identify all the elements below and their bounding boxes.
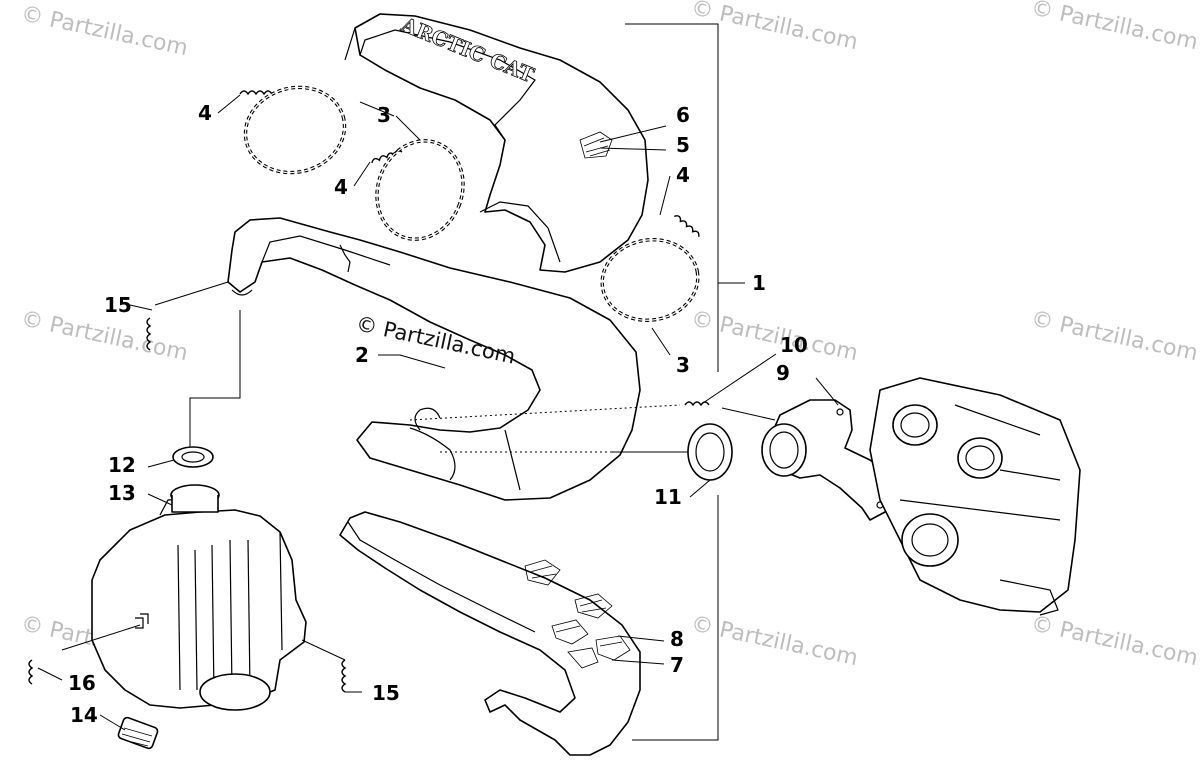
callout-16: 16 [68, 671, 96, 695]
callout-9: 9 [776, 361, 790, 385]
spring-right [674, 215, 700, 237]
spring-10 [684, 401, 710, 407]
spring-left [146, 317, 152, 351]
springs-and-chains [28, 85, 700, 693]
spring-top-left [239, 90, 273, 96]
callout-3: 3 [676, 353, 690, 377]
callout-12: 12 [108, 453, 136, 477]
callout-3: 3 [377, 103, 391, 127]
callout-15: 15 [104, 293, 132, 317]
assembly-bracket [625, 23, 745, 741]
callout-5: 5 [676, 133, 690, 157]
spring-bottom [341, 659, 347, 693]
callout-8: 8 [670, 627, 684, 651]
callout-14: 14 [70, 703, 98, 727]
watermark: © Partzilla.com [689, 0, 860, 55]
watermark: © Partzilla.com [689, 306, 860, 366]
callout-6: 6 [676, 103, 690, 127]
callout-4: 4 [676, 163, 690, 187]
callout-numbers: 1 2 3 3 4 4 4 5 6 7 8 9 10 11 12 13 14 1… [68, 101, 808, 727]
callout-15: 15 [372, 681, 400, 705]
engine-block [869, 377, 1081, 616]
callout-1: 1 [752, 271, 766, 295]
callout-2: 2 [355, 343, 369, 367]
lower-heat-shield [339, 511, 641, 756]
gasket-12 [172, 446, 214, 468]
watermark: © Partzilla.com [1029, 0, 1200, 55]
silencer-top-cover: ARCTIC CAT [344, 12, 649, 273]
callout-10: 10 [780, 333, 808, 357]
exhaust-manifold [761, 399, 896, 521]
muffler-body [91, 484, 307, 711]
callout-13: 13 [108, 481, 136, 505]
chain-ring-1 [243, 85, 347, 175]
callout-4: 4 [334, 175, 348, 199]
chain-ring-2 [375, 139, 465, 241]
callout-7: 7 [670, 653, 684, 677]
clamp-14 [117, 716, 159, 750]
callout-4: 4 [198, 101, 212, 125]
watermark: © Partzilla.com [1029, 306, 1200, 366]
spring-middle [371, 149, 403, 164]
spring-small [28, 659, 34, 685]
leader-lines [37, 94, 839, 731]
expansion-chamber [227, 217, 641, 501]
gasket-11 [687, 423, 733, 481]
watermark: © Partzilla.com [689, 611, 860, 671]
watermark: © Partzilla.com [19, 1, 190, 61]
watermark: © Partzilla.com [1029, 611, 1200, 671]
callout-11: 11 [654, 485, 682, 509]
